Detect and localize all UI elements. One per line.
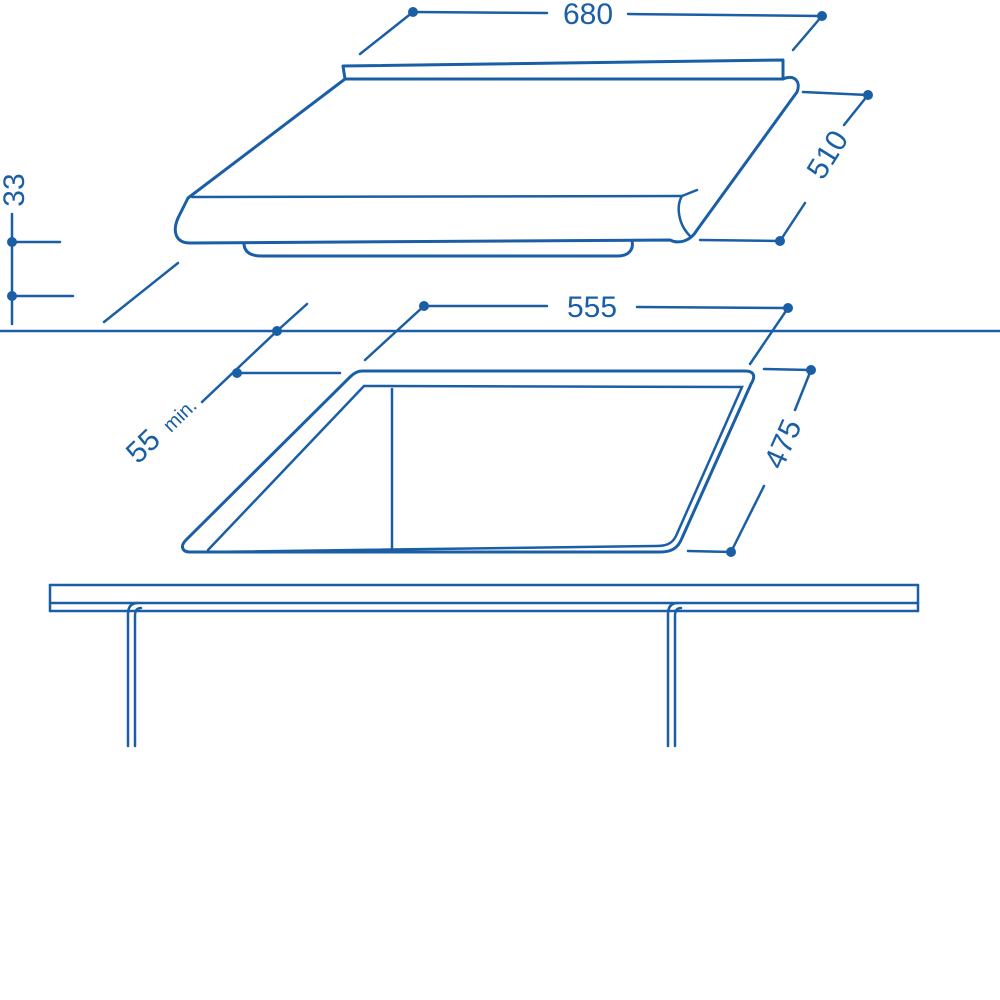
dimension-cutout-width: 555	[363, 291, 793, 366]
dimension-endpoint	[408, 7, 418, 17]
dimension-hob-height: 33	[0, 173, 75, 326]
dimension-endpoint	[232, 368, 242, 378]
cutout-width-label: 555	[567, 291, 617, 324]
worktop-cutout	[181, 369, 756, 554]
dimension-endpoint	[806, 365, 816, 375]
edge-distance-label: 55 min.	[120, 388, 203, 470]
cutout-depth-label: 475	[758, 415, 809, 474]
hob-height-label: 33	[0, 173, 31, 206]
cabinet-right-panel	[666, 601, 680, 748]
hob	[173, 58, 800, 258]
edge-distance-suffix: min.	[159, 395, 201, 437]
dimension-endpoint	[863, 90, 873, 100]
cabinet	[48, 583, 920, 748]
hob-width-label: 680	[563, 0, 613, 31]
hob-corner-notch	[680, 188, 699, 198]
dimension-cutout-depth: 475	[686, 365, 816, 557]
dimension-hob-width: 680	[358, 0, 827, 56]
cutout-inner-edge	[204, 384, 744, 554]
dimension-endpoint	[817, 11, 827, 21]
edge-distance-value: 55	[120, 423, 167, 470]
hob-corner-detail	[677, 194, 692, 238]
dimension-endpoint	[272, 326, 282, 336]
cabinet-left-panel	[126, 601, 140, 748]
dimension-hob-depth: 510	[698, 90, 873, 246]
hob-depth-label: 510	[801, 125, 856, 185]
hob-control-strip	[341, 58, 785, 81]
hob-body	[173, 76, 800, 245]
dimension-endpoint	[419, 301, 429, 311]
cutout-outer-outline	[181, 369, 756, 554]
cutout-inner-left-edge	[206, 384, 366, 552]
dimension-endpoint	[783, 303, 793, 313]
dimension-endpoint	[7, 237, 17, 247]
dimension-endpoint	[7, 291, 17, 301]
hob-base-tray	[242, 239, 634, 258]
dimension-endpoint	[775, 236, 785, 246]
hob-front-edge	[190, 194, 684, 199]
hob-guide-line	[102, 261, 180, 324]
dimension-endpoint	[726, 547, 736, 557]
